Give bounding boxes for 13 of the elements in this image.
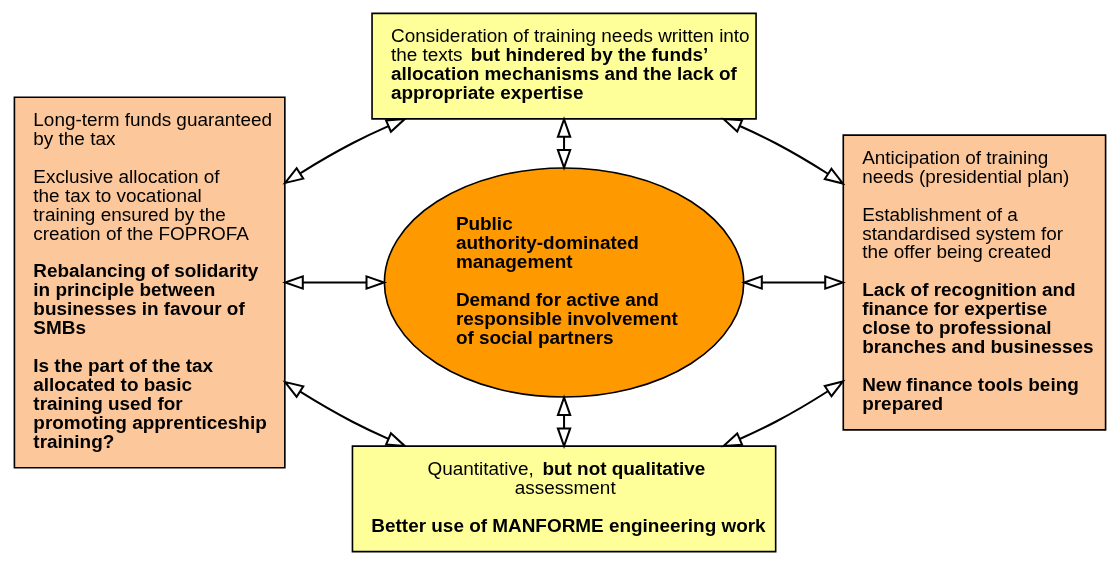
arrow [720, 379, 845, 448]
arrow [555, 116, 572, 171]
node-box: Quantitative, but not qualitative assessment Better use of MANFORME engineering work [351, 445, 776, 553]
arrow [555, 394, 572, 450]
arrow [740, 274, 846, 291]
arrow [282, 117, 407, 185]
node-box: Long-term funds guaranteed by the tax Exclusive allocation of the tax to vocational training ensured by the creation of the FOPROFA Rebalancing of solidarity in principle between businesses in favour of SMBs Is the part of the tax allocated to basic training used for promoting apprenticeship training? [13, 96, 286, 469]
arrow [282, 380, 407, 448]
arrow [720, 117, 845, 186]
node-box: Consideration of training needs written into the texts but hindered by the funds’ allocation mechanisms and the lack of appropriate expertise [370, 12, 757, 120]
arrow [281, 274, 387, 291]
node-ellipse: Public authority-dominated management Demand for active and responsible involvement of social partners [383, 167, 745, 398]
node-box: Anticipation of training needs (presidential plan) Establishment of a standardised system for the offer being created Lack of recognition and finance for expertise close to professional branches and businesses New finance tools being prepared [841, 134, 1106, 431]
